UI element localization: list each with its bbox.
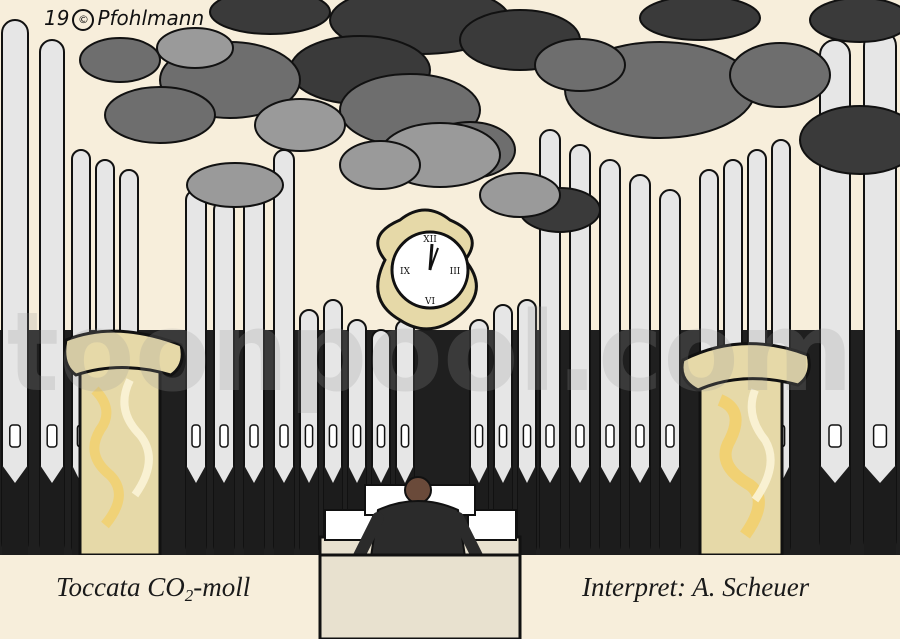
pipe-foot xyxy=(2,465,28,555)
svg-text:VI: VI xyxy=(424,297,435,307)
pipe-mouth xyxy=(279,424,289,448)
pipe-mouth xyxy=(498,424,508,448)
pipe-mouth xyxy=(474,424,484,448)
pipe-mouth xyxy=(522,424,532,448)
signature-name: Pfohlmann xyxy=(97,6,205,30)
svg-text:XII: XII xyxy=(423,235,437,245)
pipe-foot xyxy=(186,465,206,555)
pipe-mouth xyxy=(635,424,645,448)
pipe-mouth xyxy=(191,424,201,448)
pipe-foot xyxy=(570,465,590,555)
cartoon-interpreter: Interpret: A. Scheuer xyxy=(582,572,810,602)
pipe-foot xyxy=(244,465,264,555)
title-main: Toccata CO xyxy=(56,572,185,602)
title-suffix: -moll xyxy=(193,572,251,602)
pipe-mouth xyxy=(605,424,615,448)
pipe-mouth xyxy=(219,424,229,448)
pipe-mouth xyxy=(352,424,362,448)
pipe-mouth xyxy=(872,424,888,448)
pipe-mouth xyxy=(376,424,386,448)
pipe-mouth xyxy=(575,424,585,448)
pipe-foot xyxy=(40,465,64,555)
title-subscript: 2 xyxy=(184,586,194,605)
pipe-foot xyxy=(518,465,536,555)
clock-icon: XII III VI IX xyxy=(376,208,478,331)
pipe-foot xyxy=(214,465,234,555)
svg-text:III: III xyxy=(450,267,461,277)
artist-signature: 19©Pfohlmann xyxy=(44,6,204,31)
pipe-mouth xyxy=(9,424,21,448)
pipe-foot xyxy=(274,465,294,555)
cartoon-title: Toccata CO2-moll xyxy=(56,572,250,606)
pipe-mouth xyxy=(46,424,58,448)
smoke-cloud-icon xyxy=(79,0,900,233)
pipe-foot xyxy=(820,465,850,555)
pipe-foot xyxy=(600,465,620,555)
pipe-mouth xyxy=(328,424,338,448)
pipe-mouth xyxy=(304,424,314,448)
svg-text:IX: IX xyxy=(400,267,411,277)
pipe-foot xyxy=(300,465,318,555)
signature-year: 19 xyxy=(44,6,70,30)
pipe-mouth xyxy=(665,424,675,448)
watermark: toonpool.com xyxy=(7,288,854,416)
pipe-foot xyxy=(660,465,680,555)
console-base xyxy=(318,553,522,639)
pipe-foot xyxy=(864,465,896,555)
pipe-mouth xyxy=(400,424,410,448)
pipe-mouth xyxy=(249,424,259,448)
ornate-column-icon xyxy=(63,329,811,557)
pipe-foot xyxy=(630,465,650,555)
copyright-mark-icon: © xyxy=(72,9,95,31)
pipe-foot xyxy=(540,465,560,555)
pipe-mouth xyxy=(828,424,842,448)
pipe-mouth xyxy=(545,424,555,448)
